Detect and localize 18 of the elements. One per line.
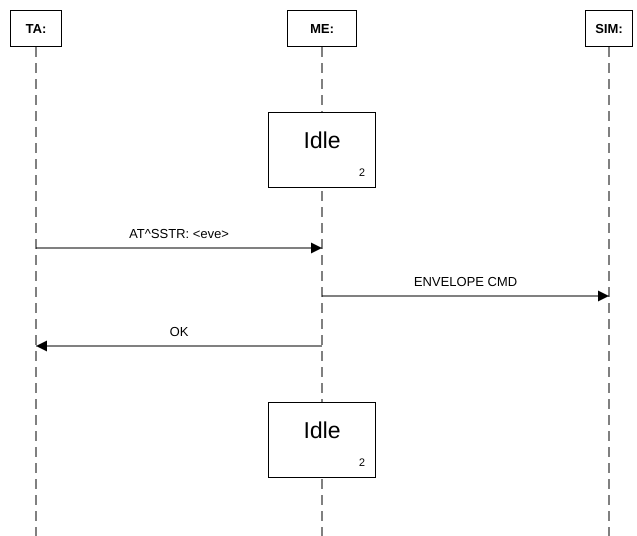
arrow bbox=[36, 340, 322, 352]
participant-name: SIM: bbox=[595, 21, 623, 36]
lifeline bbox=[585, 10, 633, 536]
state-number: 2 bbox=[358, 457, 365, 469]
state-name: Idle bbox=[302, 417, 342, 444]
state-box bbox=[268, 112, 376, 188]
state-name: Idle bbox=[302, 127, 342, 154]
state-box bbox=[268, 402, 376, 478]
lifeline bbox=[287, 10, 357, 536]
arrow bbox=[322, 290, 610, 302]
edge-label: AT^SSTR: <eve> bbox=[127, 226, 231, 241]
state-number: 2 bbox=[358, 167, 365, 179]
participant-name: TA: bbox=[26, 21, 46, 36]
arrow bbox=[36, 242, 322, 254]
participant-name: ME: bbox=[310, 21, 334, 36]
edge-label: ENVELOPE CMD bbox=[412, 274, 520, 289]
edge-label: OK bbox=[168, 324, 190, 339]
lifeline bbox=[10, 10, 62, 536]
